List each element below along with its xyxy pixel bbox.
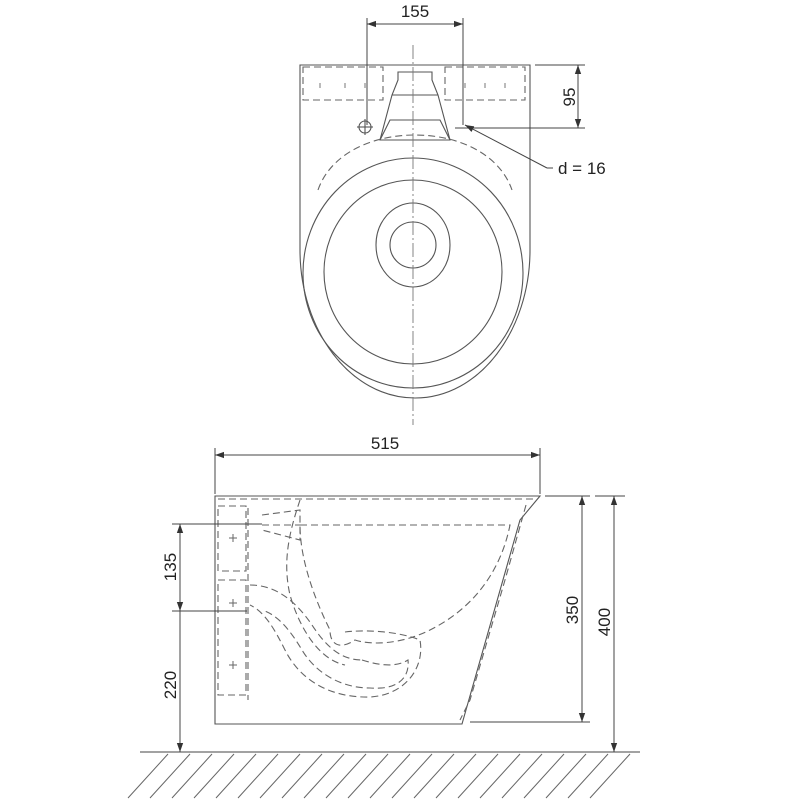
side-view-outline (214, 495, 542, 725)
floor-hatching (127, 751, 640, 799)
dim-label-350: 350 (563, 596, 582, 624)
right-mount-plate (444, 66, 526, 101)
rim-hidden-line (317, 134, 513, 191)
dim-overall-height: 400 (595, 495, 625, 752)
dim-overall-length: 515 (214, 434, 541, 494)
dim-label-220: 220 (161, 671, 180, 699)
floor-hatch-line (369, 753, 411, 799)
floor-hatch-line (435, 753, 477, 799)
dim-label-515: 515 (371, 434, 399, 453)
mount-bolt-marks (319, 83, 506, 88)
floor-hatch-line (281, 753, 323, 799)
floor-hatch-line (457, 753, 499, 799)
floor-hatch-line (259, 753, 301, 799)
siphon-trap (249, 604, 422, 698)
dim-label-400: 400 (595, 608, 614, 636)
floor-hatch-line (391, 753, 433, 799)
floor-hatch-line (589, 753, 631, 799)
floor-hatch-line (303, 753, 345, 799)
side-mount-plate-bottom (217, 579, 247, 696)
dim-top-outlet-depth: 95 (455, 64, 585, 129)
floor-hatch-line (523, 753, 565, 799)
dim-bolt-hole-leader: d = 16 (464, 124, 606, 178)
floor-hatch-line (193, 753, 235, 799)
floor-hatch-line (171, 753, 213, 799)
floor-hatch-line (237, 753, 279, 799)
floor-hatch-line (215, 753, 257, 799)
left-mount-plate (302, 66, 384, 101)
top-view-outline (299, 64, 531, 399)
floor-hatch-line (347, 753, 389, 799)
dim-label-155: 155 (401, 2, 429, 21)
dim-top-outlet-width: 155 (366, 2, 464, 125)
floor-hatch-line (479, 753, 521, 799)
top-view (299, 45, 531, 425)
dim-label-95: 95 (560, 88, 579, 107)
floor-hatch-line (413, 753, 455, 799)
bowl-cavity (299, 524, 511, 646)
floor-hatch-line (127, 753, 169, 799)
dim-label-135: 135 (161, 553, 180, 581)
floor-hatch-line (325, 753, 367, 799)
dim-rim-height: 350 (470, 495, 590, 723)
floor-hatch-line (567, 753, 609, 799)
floor-hatch-line (149, 753, 191, 799)
side-mount-plate-top (217, 505, 247, 572)
side-view (214, 495, 542, 725)
inlet-funnel (379, 71, 451, 141)
dim-mount-heights: 135 220 (161, 523, 262, 752)
side-mount-marks (229, 534, 237, 669)
floor-hatch-line (501, 753, 543, 799)
dim-label-d16: d = 16 (558, 159, 606, 178)
floor-hatch-line (545, 753, 587, 799)
